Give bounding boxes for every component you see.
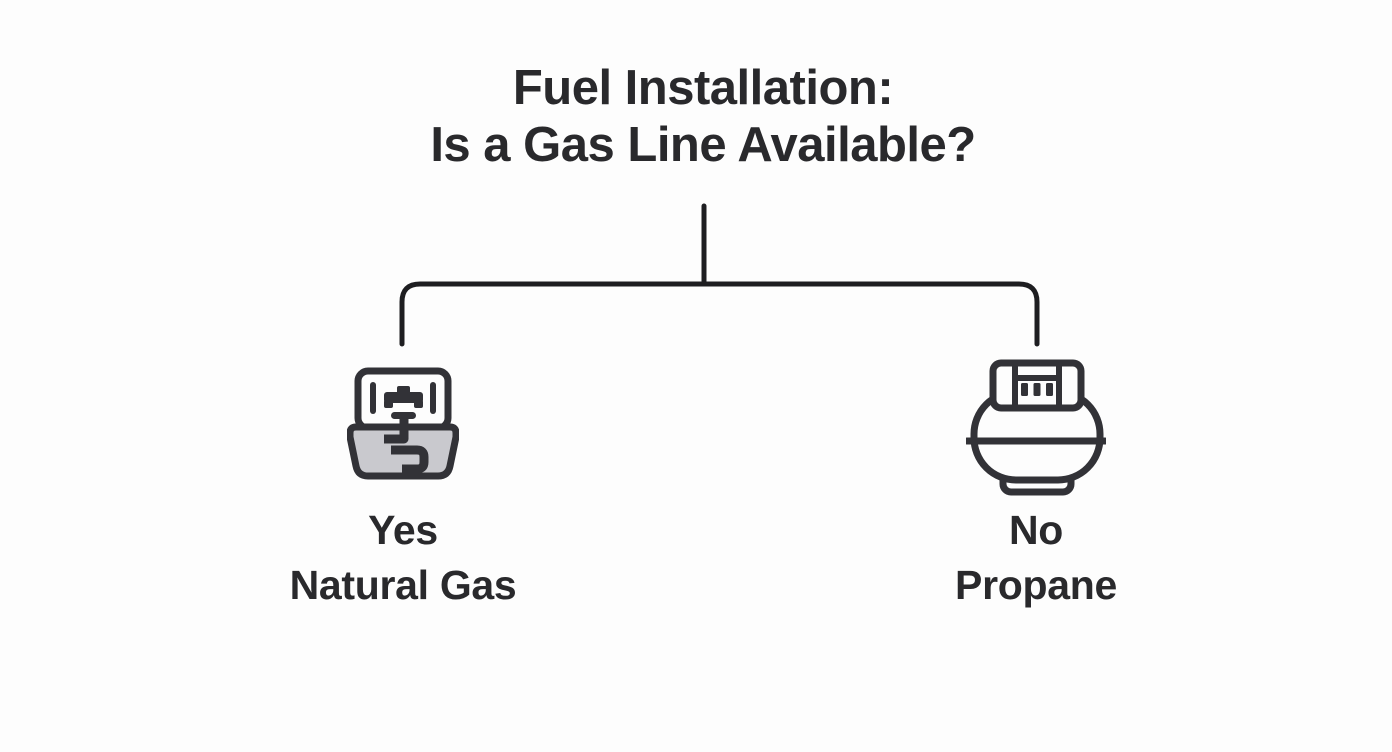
diagram-title: Fuel Installation: Is a Gas Line Availab… xyxy=(430,60,976,174)
diagram-title-line2: Is a Gas Line Available? xyxy=(430,118,976,172)
propane-tank-collar-detail xyxy=(990,366,1084,405)
branch-fuel-label: Propane xyxy=(955,562,1117,608)
branch-right-label: No Propane xyxy=(955,503,1117,613)
branch-answer-label: Yes xyxy=(368,507,438,553)
branch-fuel-label: Natural Gas xyxy=(289,562,517,608)
gas-meter-icon xyxy=(347,367,459,480)
gas-meter-pipes xyxy=(384,416,429,474)
branch-answer-label: No xyxy=(1008,507,1064,553)
connector-bracket xyxy=(399,281,1040,347)
diagram-title-line1: Fuel Installation: xyxy=(512,61,894,115)
propane-tank-icon xyxy=(966,359,1106,496)
branch-left-label: Yes Natural Gas xyxy=(290,503,517,613)
gas-meter-valve xyxy=(384,386,423,419)
